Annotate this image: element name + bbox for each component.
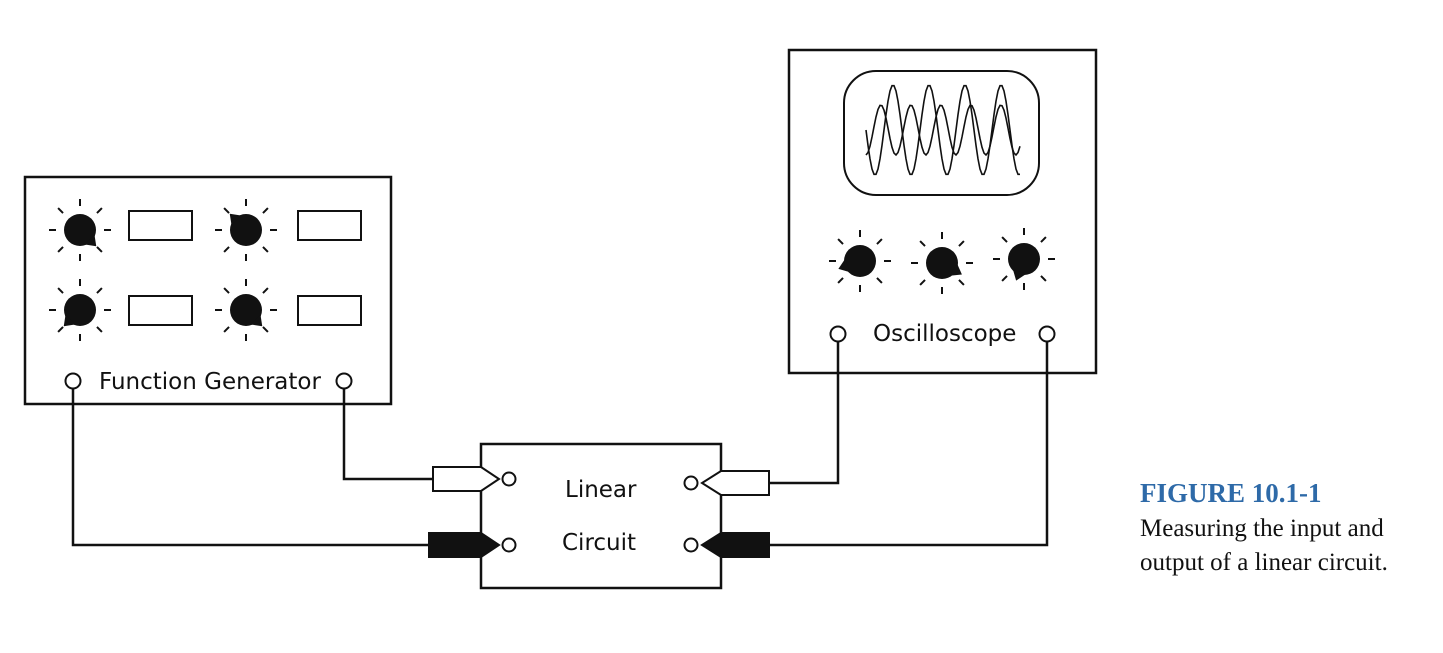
rotary-knob-icon (829, 230, 891, 292)
function-generator: Function Generator (23, 175, 393, 406)
rotary-knob-icon (215, 279, 277, 341)
function-generator-label: Function Generator (99, 369, 321, 395)
rotary-knob-icon (993, 228, 1055, 290)
sine-waveform-icon (865, 84, 1020, 176)
caption-line-1: Measuring the input and (1140, 515, 1384, 542)
circuit-input-top-terminal-icon (501, 471, 517, 487)
function-generator-knobs (49, 199, 277, 341)
osc-terminal-left-icon (829, 325, 847, 343)
figure-caption: FIGURE 10.1-1 Measuring the input and ou… (1140, 474, 1440, 580)
probe-connector-icon-in-top (432, 466, 501, 492)
osc-terminal-right-icon (1038, 325, 1056, 343)
probe-connector-icon-in-bottom (428, 532, 501, 558)
fg-display-4 (297, 295, 362, 326)
caption-line-2: output of a linear circuit. (1140, 549, 1388, 576)
oscilloscope: Oscilloscope (787, 48, 1098, 375)
linear-circuit: Linear Circuit (479, 442, 723, 590)
rotary-knob-icon (49, 199, 111, 261)
fg-display-3 (128, 295, 193, 326)
oscilloscope-screen (843, 70, 1040, 196)
circuit-output-bottom-terminal-icon (683, 537, 699, 553)
oscilloscope-label: Oscilloscope (873, 321, 1016, 347)
circuit-input-bottom-terminal-icon (501, 537, 517, 553)
probe-connector-icon-out-top (700, 470, 770, 496)
circuit-label-circuit: Circuit (562, 530, 636, 556)
rotary-knob-icon (215, 199, 277, 261)
figure-number: FIGURE 10.1-1 (1140, 478, 1322, 508)
fg-terminal-right-icon (335, 372, 353, 390)
rotary-knob-icon (49, 279, 111, 341)
circuit-label-linear: Linear (565, 477, 637, 503)
fg-display-1 (128, 210, 193, 241)
oscilloscope-knobs (829, 228, 1055, 294)
probe-connector-icon-out-bottom (700, 532, 770, 558)
fg-display-2 (297, 210, 362, 241)
wire-circuit-to-osc-bottom (769, 342, 1049, 547)
connectors (428, 466, 770, 558)
linear-circuit-box (479, 442, 723, 590)
wire-fg-to-circuit-top (342, 389, 433, 481)
wire-circuit-to-osc-top (769, 342, 840, 485)
rotary-knob-icon (911, 232, 973, 294)
wires (71, 342, 1049, 547)
wire-fg-to-circuit-bottom (71, 389, 429, 547)
sine-waveform-icon-2 (865, 104, 1021, 157)
fg-terminal-left-icon (64, 372, 82, 390)
circuit-output-top-terminal-icon (683, 475, 699, 491)
